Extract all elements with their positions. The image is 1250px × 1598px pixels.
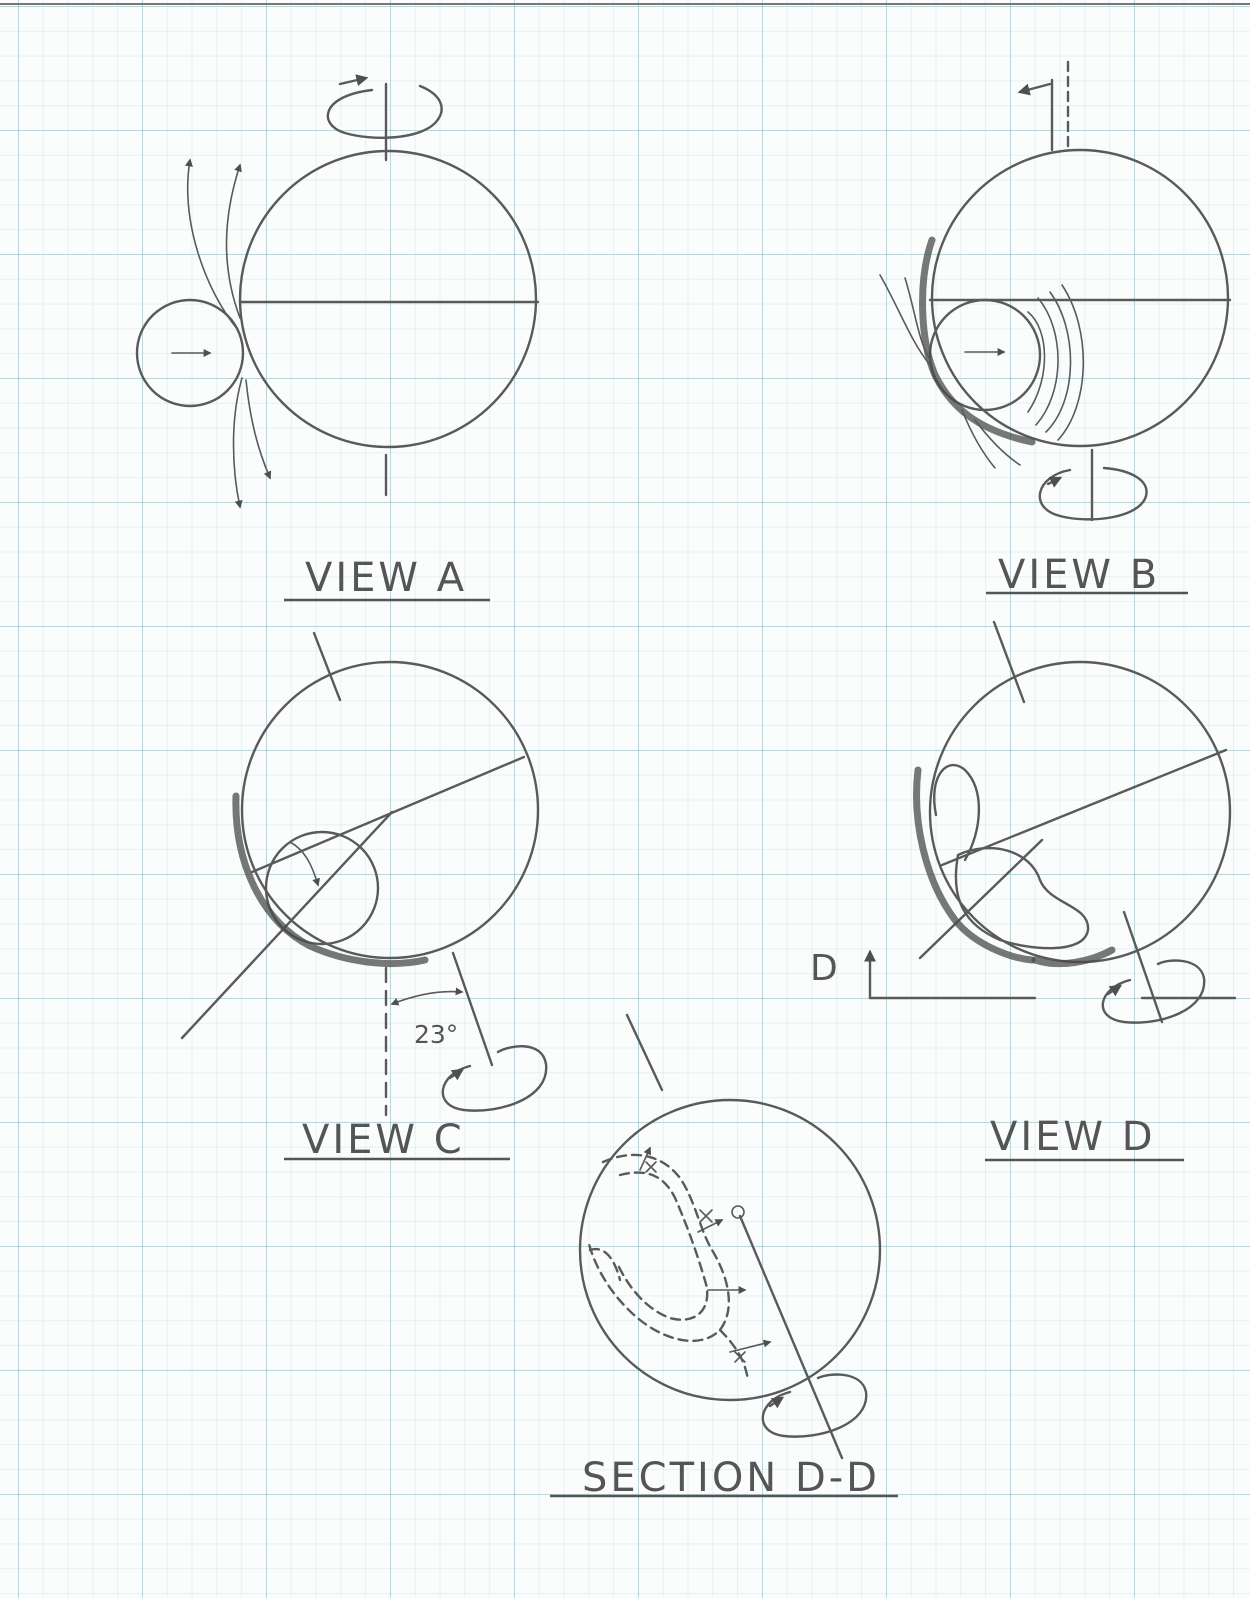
view-b-ejecta-4 [974,419,1021,466]
section-dd-boundary-outer [586,1153,731,1343]
view-d-large-sphere [928,660,1232,964]
view-c-label: VIEW C [302,1117,465,1163]
view-b-spin-loop [1038,466,1148,521]
view-a-ejecta-4 [245,379,272,480]
view-d-spin-loop [1101,959,1206,1024]
view-c-small-sphere [264,830,380,946]
view-d-label: VIEW D [990,1114,1156,1160]
section-dd-cross-1 [699,1209,713,1223]
view-b-label: VIEW B [998,552,1160,598]
view-d-drawing [864,620,1237,1024]
view-a-spin-arrow [338,74,369,87]
view-d-tilted-equator [940,748,1228,867]
view-d-lobe-lower [954,847,1090,950]
view-d-section-marker: D [810,948,838,989]
section-dd-pole-marker [731,1205,745,1219]
view-b-crust-shading [919,236,1036,446]
view-b-ejecta-1 [904,277,931,361]
section-dd-spin-axis [738,1214,844,1460]
view-d-spin-arrow [1106,984,1122,997]
view-b-spin-arrow [1046,476,1063,488]
view-d-spin-axis [1122,910,1164,1024]
section-dd-sphere [578,1098,882,1402]
view-b-tilt-arrow [1017,82,1052,96]
section-dd-cross-3 [645,1161,657,1173]
view-b-ejecta-2 [879,274,931,366]
section-dd-spin-arrow [768,1396,784,1409]
view-c-drawing [180,631,548,1117]
view-b-wave-2 [1035,297,1059,426]
view-c-axis-top [312,631,342,702]
view-a-spin-loop [326,84,443,139]
view-d-crust-shading-2 [1031,946,1116,968]
view-c-tilted-equator [250,755,526,874]
section-dd-vector-2 [697,1219,724,1233]
view-b-drawing [879,60,1232,522]
view-c-spin-loop [441,1045,548,1112]
view-c-spin-axis [451,951,494,1067]
view-b-large-sphere [930,148,1230,448]
section-dd-cross-2 [734,1351,746,1363]
section-dd-boundary-inner [616,1171,709,1321]
view-c-spin-arrow [448,1068,464,1081]
section-dd-vector-1 [639,1146,651,1171]
section-dd-boundary-lower [718,1328,750,1382]
view-c-impact-path [180,810,394,1040]
section-dd-boundary-left [588,1247,622,1282]
view-c-crust-shading [232,792,429,968]
section-dd-spin-loop [761,1373,868,1438]
view-b-wave-4 [1057,284,1085,441]
view-d-lobe-upper [933,763,981,862]
view-d-crust-shading [913,766,1036,964]
view-b-wave-1 [1027,311,1046,413]
view-a-small-sphere [135,298,245,408]
view-c-large-sphere [240,660,540,960]
view-a-large-sphere [238,149,538,449]
section-dd-axis-top [625,1013,664,1092]
view-d-impact-path [918,838,1044,960]
view-c-angle-arc [390,987,464,1006]
section-dd-drawing [578,1013,882,1460]
section-dd-vector-4 [729,1339,772,1353]
view-a-ejecta-3 [232,377,243,509]
view-a-drawing [135,74,540,509]
section-dd-label: SECTION D-D [582,1455,880,1501]
view-c-impact-arrow [289,841,320,887]
view-c-angle-label: 23° [414,1020,458,1049]
view-d-axis-top [992,620,1026,704]
view-b-ejecta-3 [961,409,996,469]
view-a-ejecta-1 [185,158,239,331]
view-b-wave-3 [1045,291,1072,433]
view-a-label: VIEW A [305,555,467,601]
view-a-ejecta-2 [225,163,242,319]
